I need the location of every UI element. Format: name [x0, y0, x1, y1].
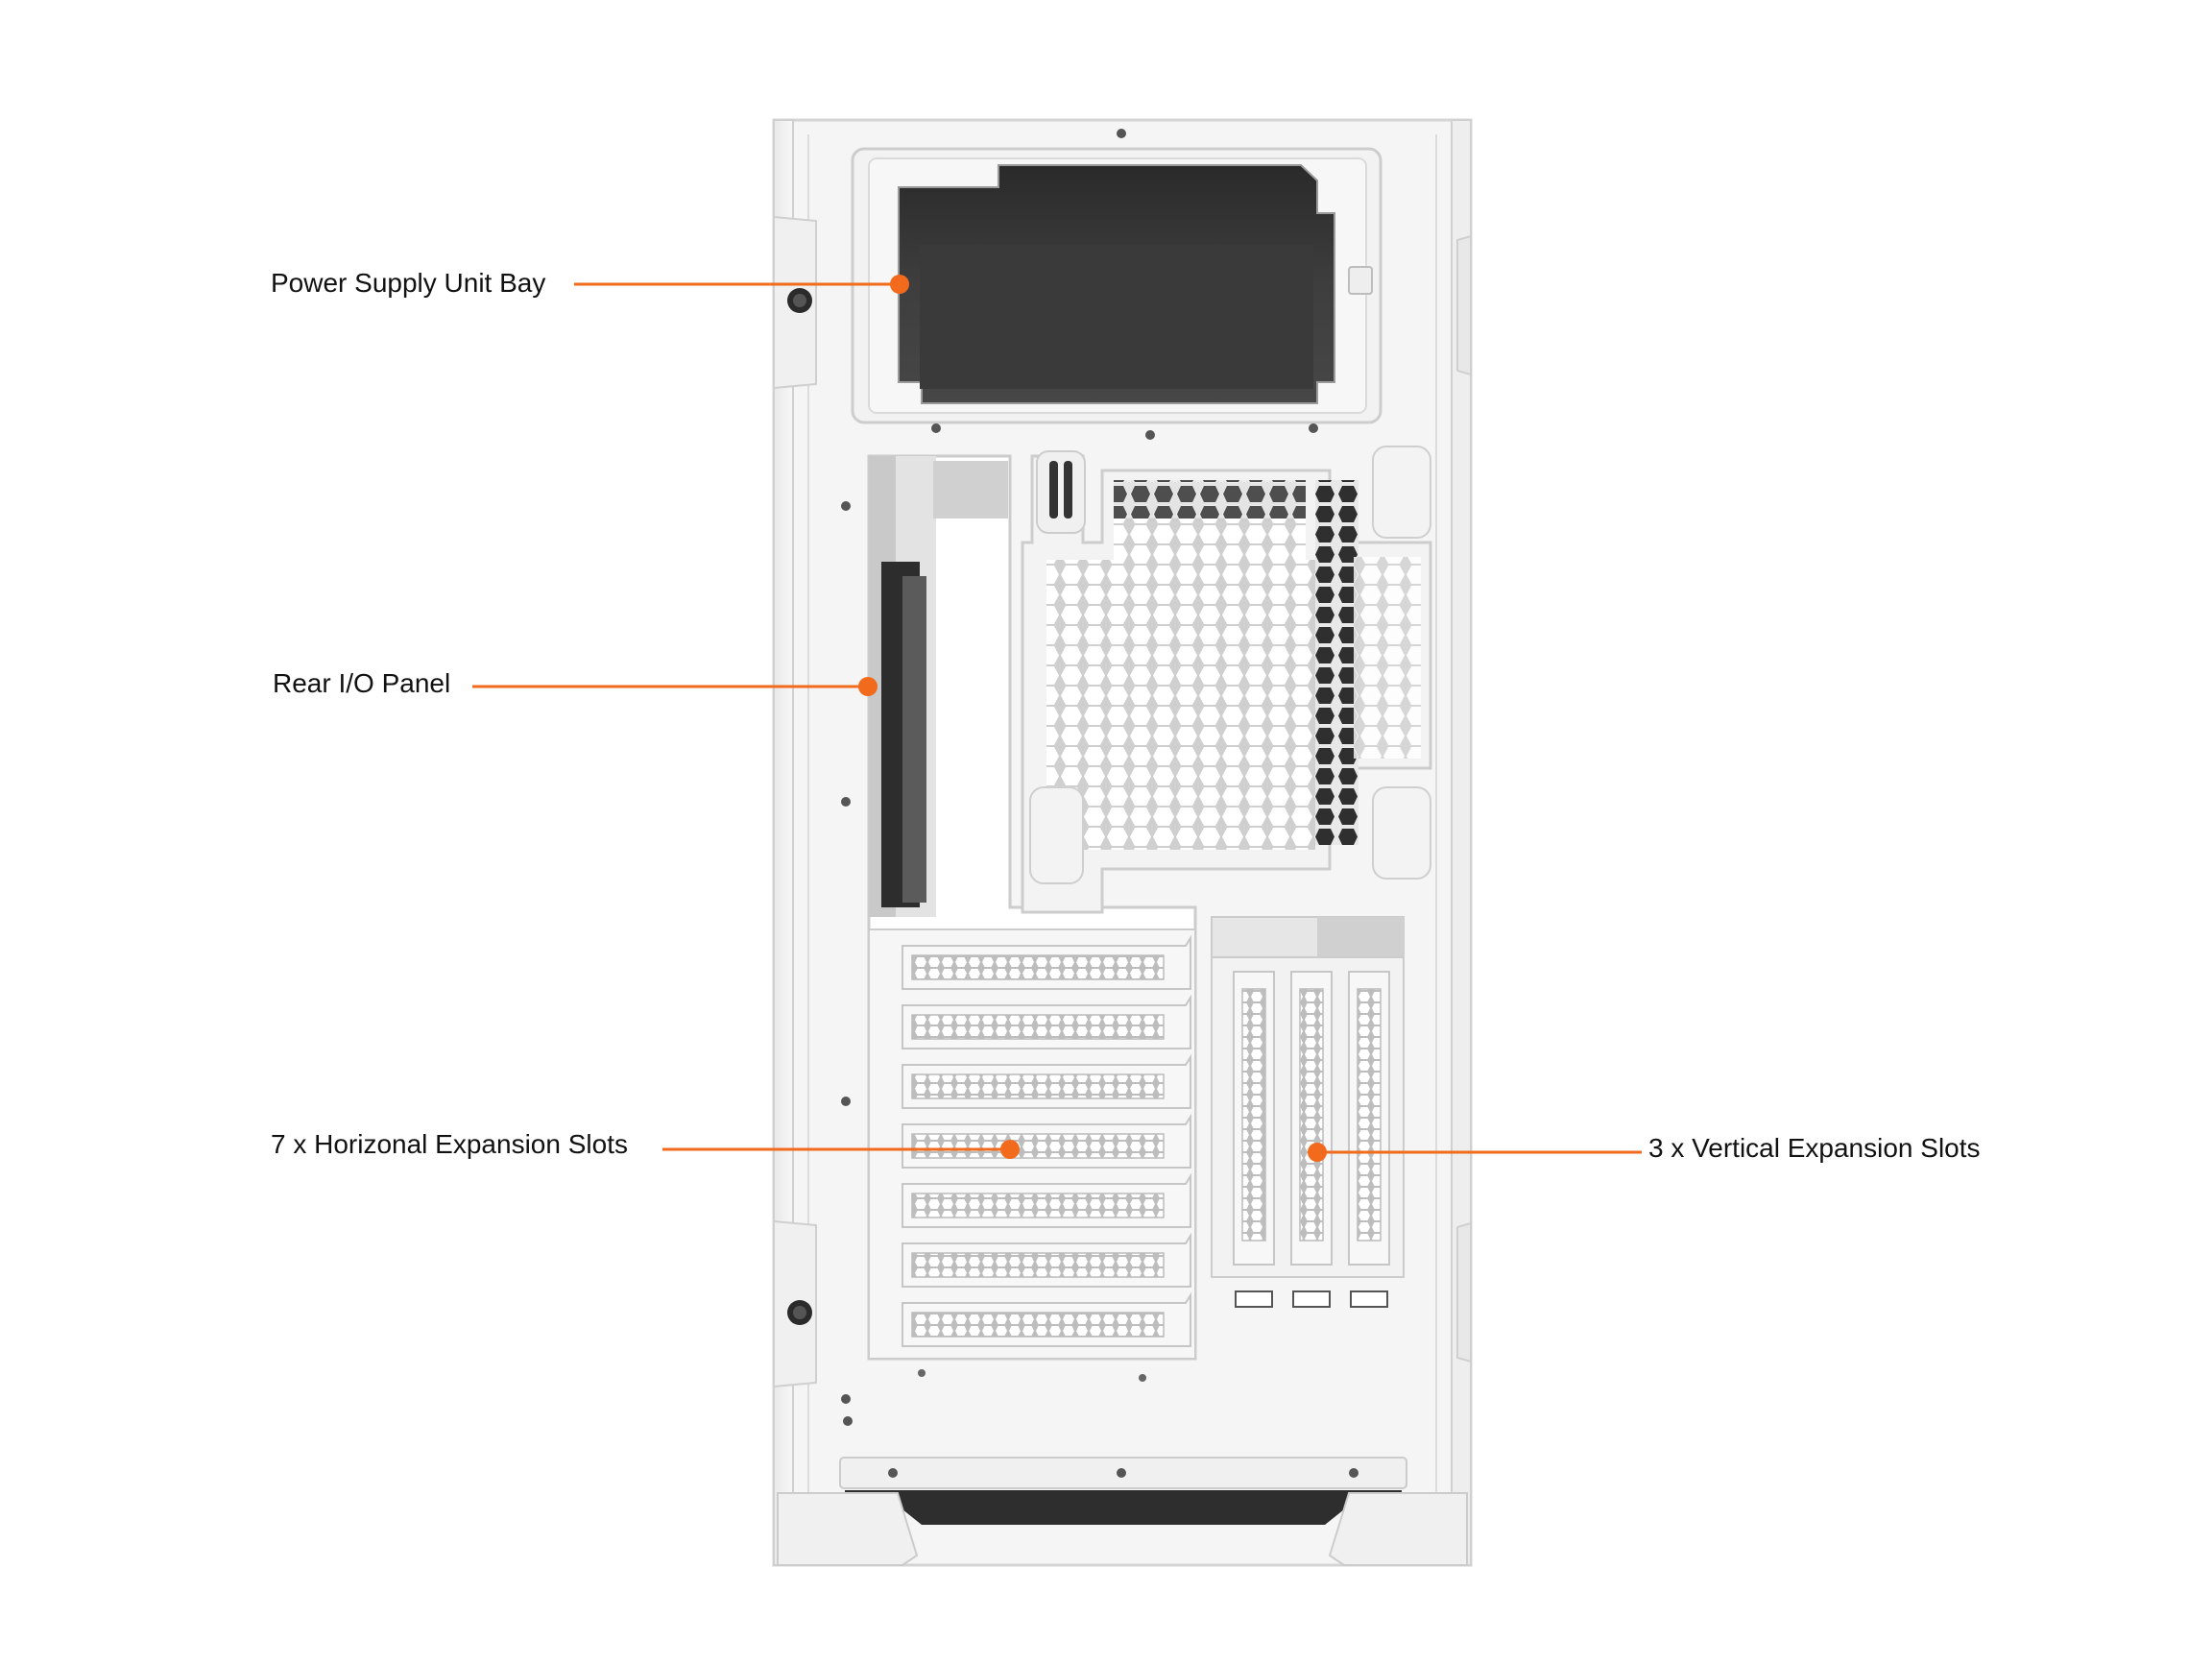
horizontal-expansion-slots: [868, 928, 1196, 1360]
callout-dot-horizontal-slots: [1000, 1140, 1020, 1159]
horizontal-expansion-slot: [902, 1291, 1191, 1347]
callout-label-rear-io: Rear I/O Panel: [273, 668, 451, 698]
vertical-expansion-slot: [1290, 971, 1333, 1308]
case-bottom: [777, 1369, 1468, 1566]
psu-bay: [851, 129, 1382, 440]
vertical-expansion-slot: [1348, 971, 1390, 1308]
horizontal-expansion-slot: [902, 1172, 1191, 1228]
callout-dot-vertical-slots: [1308, 1143, 1327, 1162]
horizontal-expansion-slot: [902, 1232, 1191, 1288]
horizontal-expansion-slot: [902, 934, 1191, 990]
callout-dot-rear-io: [858, 677, 878, 696]
vertical-expansion-slot: [1233, 971, 1275, 1308]
horizontal-expansion-slot: [902, 994, 1191, 1049]
horizontal-expansion-slot: [902, 1053, 1191, 1109]
callout-dot-psu-bay: [890, 275, 909, 294]
rear-fan-mount: [1021, 446, 1432, 914]
horizontal-expansion-slot: [902, 1113, 1191, 1169]
callout-leader-lines: [472, 275, 1642, 1162]
callout-label-horizontal-slots: 7 x Horizonal Expansion Slots: [271, 1129, 628, 1159]
vertical-expansion-slots: [1211, 916, 1405, 1308]
callout-label-psu-bay: Power Supply Unit Bay: [271, 268, 546, 298]
callout-label-vertical-slots: 3 x Vertical Expansion Slots: [1648, 1133, 1981, 1163]
